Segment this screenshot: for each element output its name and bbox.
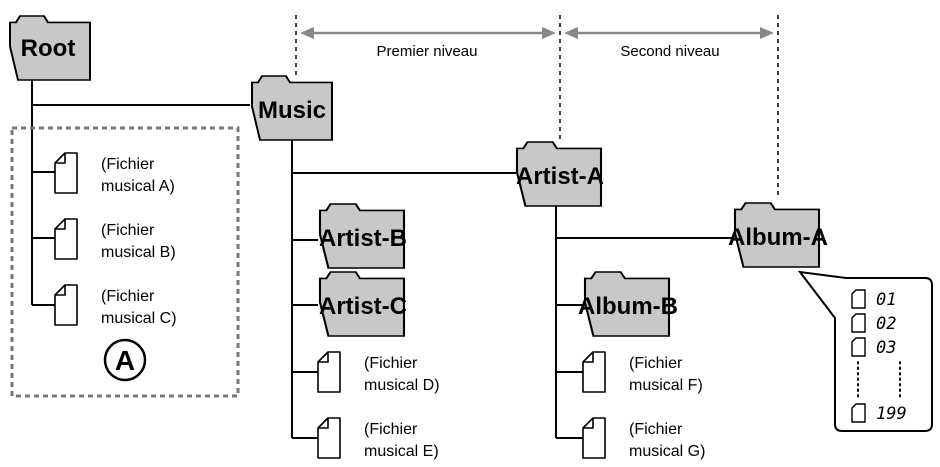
file-label-line: musical A) <box>101 178 175 195</box>
file-d[interactable]: (Fichier musical D) <box>317 351 440 394</box>
track-number: 02 <box>876 314 896 334</box>
file-icon <box>54 152 78 194</box>
folder-label-root: Root <box>21 35 76 62</box>
file-label-line: (Fichier <box>101 156 155 173</box>
level-arrow-first <box>300 27 556 39</box>
file-icon <box>54 284 78 326</box>
file-icon <box>582 417 606 459</box>
level-arrow-second <box>564 27 774 39</box>
level-label-second: Second niveau <box>620 43 719 60</box>
badge-a: A <box>103 338 147 382</box>
file-label-line: musical F) <box>629 377 703 394</box>
folder-artist-a[interactable]: Artist-A <box>515 140 604 208</box>
folder-label-artist-a: Artist-A <box>516 163 604 190</box>
track-file-icon <box>851 337 866 357</box>
file-label-line: (Fichier <box>629 421 683 438</box>
file-label-line: (Fichier <box>364 355 418 372</box>
file-label-line: musical C) <box>101 310 177 327</box>
file-a[interactable]: (Fichier musical A) <box>54 152 175 195</box>
file-b[interactable]: (Fichier musical B) <box>54 218 176 261</box>
folder-root[interactable]: Root <box>9 15 91 81</box>
track-item: 01 <box>851 289 896 310</box>
level-label-first: Premier niveau <box>377 43 478 60</box>
track-callout <box>797 270 933 432</box>
folder-artist-b[interactable]: Artist-B <box>318 202 407 270</box>
track-item: 02 <box>851 313 896 334</box>
track-number: 03 <box>876 338 896 358</box>
folder-label-music: Music <box>258 97 326 124</box>
folder-album-a[interactable]: Album-A <box>728 201 828 269</box>
file-label-line: musical G) <box>629 443 705 460</box>
file-label-line: (Fichier <box>364 421 418 438</box>
level-separators <box>295 15 779 198</box>
track-file-icon <box>851 403 866 423</box>
file-icon <box>317 351 341 393</box>
tree-connectors <box>31 70 734 439</box>
folder-label-album-b: Album-B <box>578 293 678 320</box>
file-label-line: musical E) <box>364 443 439 460</box>
track-number: 199 <box>876 404 907 424</box>
file-icon <box>582 351 606 393</box>
track-item: 199 <box>851 403 907 424</box>
track-item: 03 <box>851 337 896 358</box>
file-icon <box>54 218 78 260</box>
file-label-line: (Fichier <box>101 222 155 239</box>
folder-music[interactable]: Music <box>251 75 333 141</box>
track-number: 01 <box>876 290 896 310</box>
file-label-line: musical D) <box>364 377 440 394</box>
file-f[interactable]: (Fichier musical F) <box>582 351 703 394</box>
root-files-group <box>10 126 240 398</box>
file-label-line: musical B) <box>101 244 176 261</box>
file-label-line: (Fichier <box>629 355 683 372</box>
file-e[interactable]: (Fichier musical E) <box>317 417 439 460</box>
track-file-icon <box>851 289 866 309</box>
track-file-icon <box>851 313 866 333</box>
track-list: 01 02 03 199 <box>851 289 907 424</box>
folder-label-artist-c: Artist-C <box>319 293 407 320</box>
file-icon <box>317 417 341 459</box>
badge-circle <box>103 338 147 382</box>
folder-artist-c[interactable]: Artist-C <box>318 270 407 338</box>
file-g[interactable]: (Fichier musical G) <box>582 417 705 460</box>
badge-label: A <box>115 345 135 376</box>
file-label-line: (Fichier <box>101 288 155 305</box>
folder-album-b[interactable]: Album-B <box>578 270 678 338</box>
folder-label-album-a: Album-A <box>728 224 828 251</box>
folder-label-artist-b: Artist-B <box>319 225 407 252</box>
file-c[interactable]: (Fichier musical C) <box>54 284 177 327</box>
